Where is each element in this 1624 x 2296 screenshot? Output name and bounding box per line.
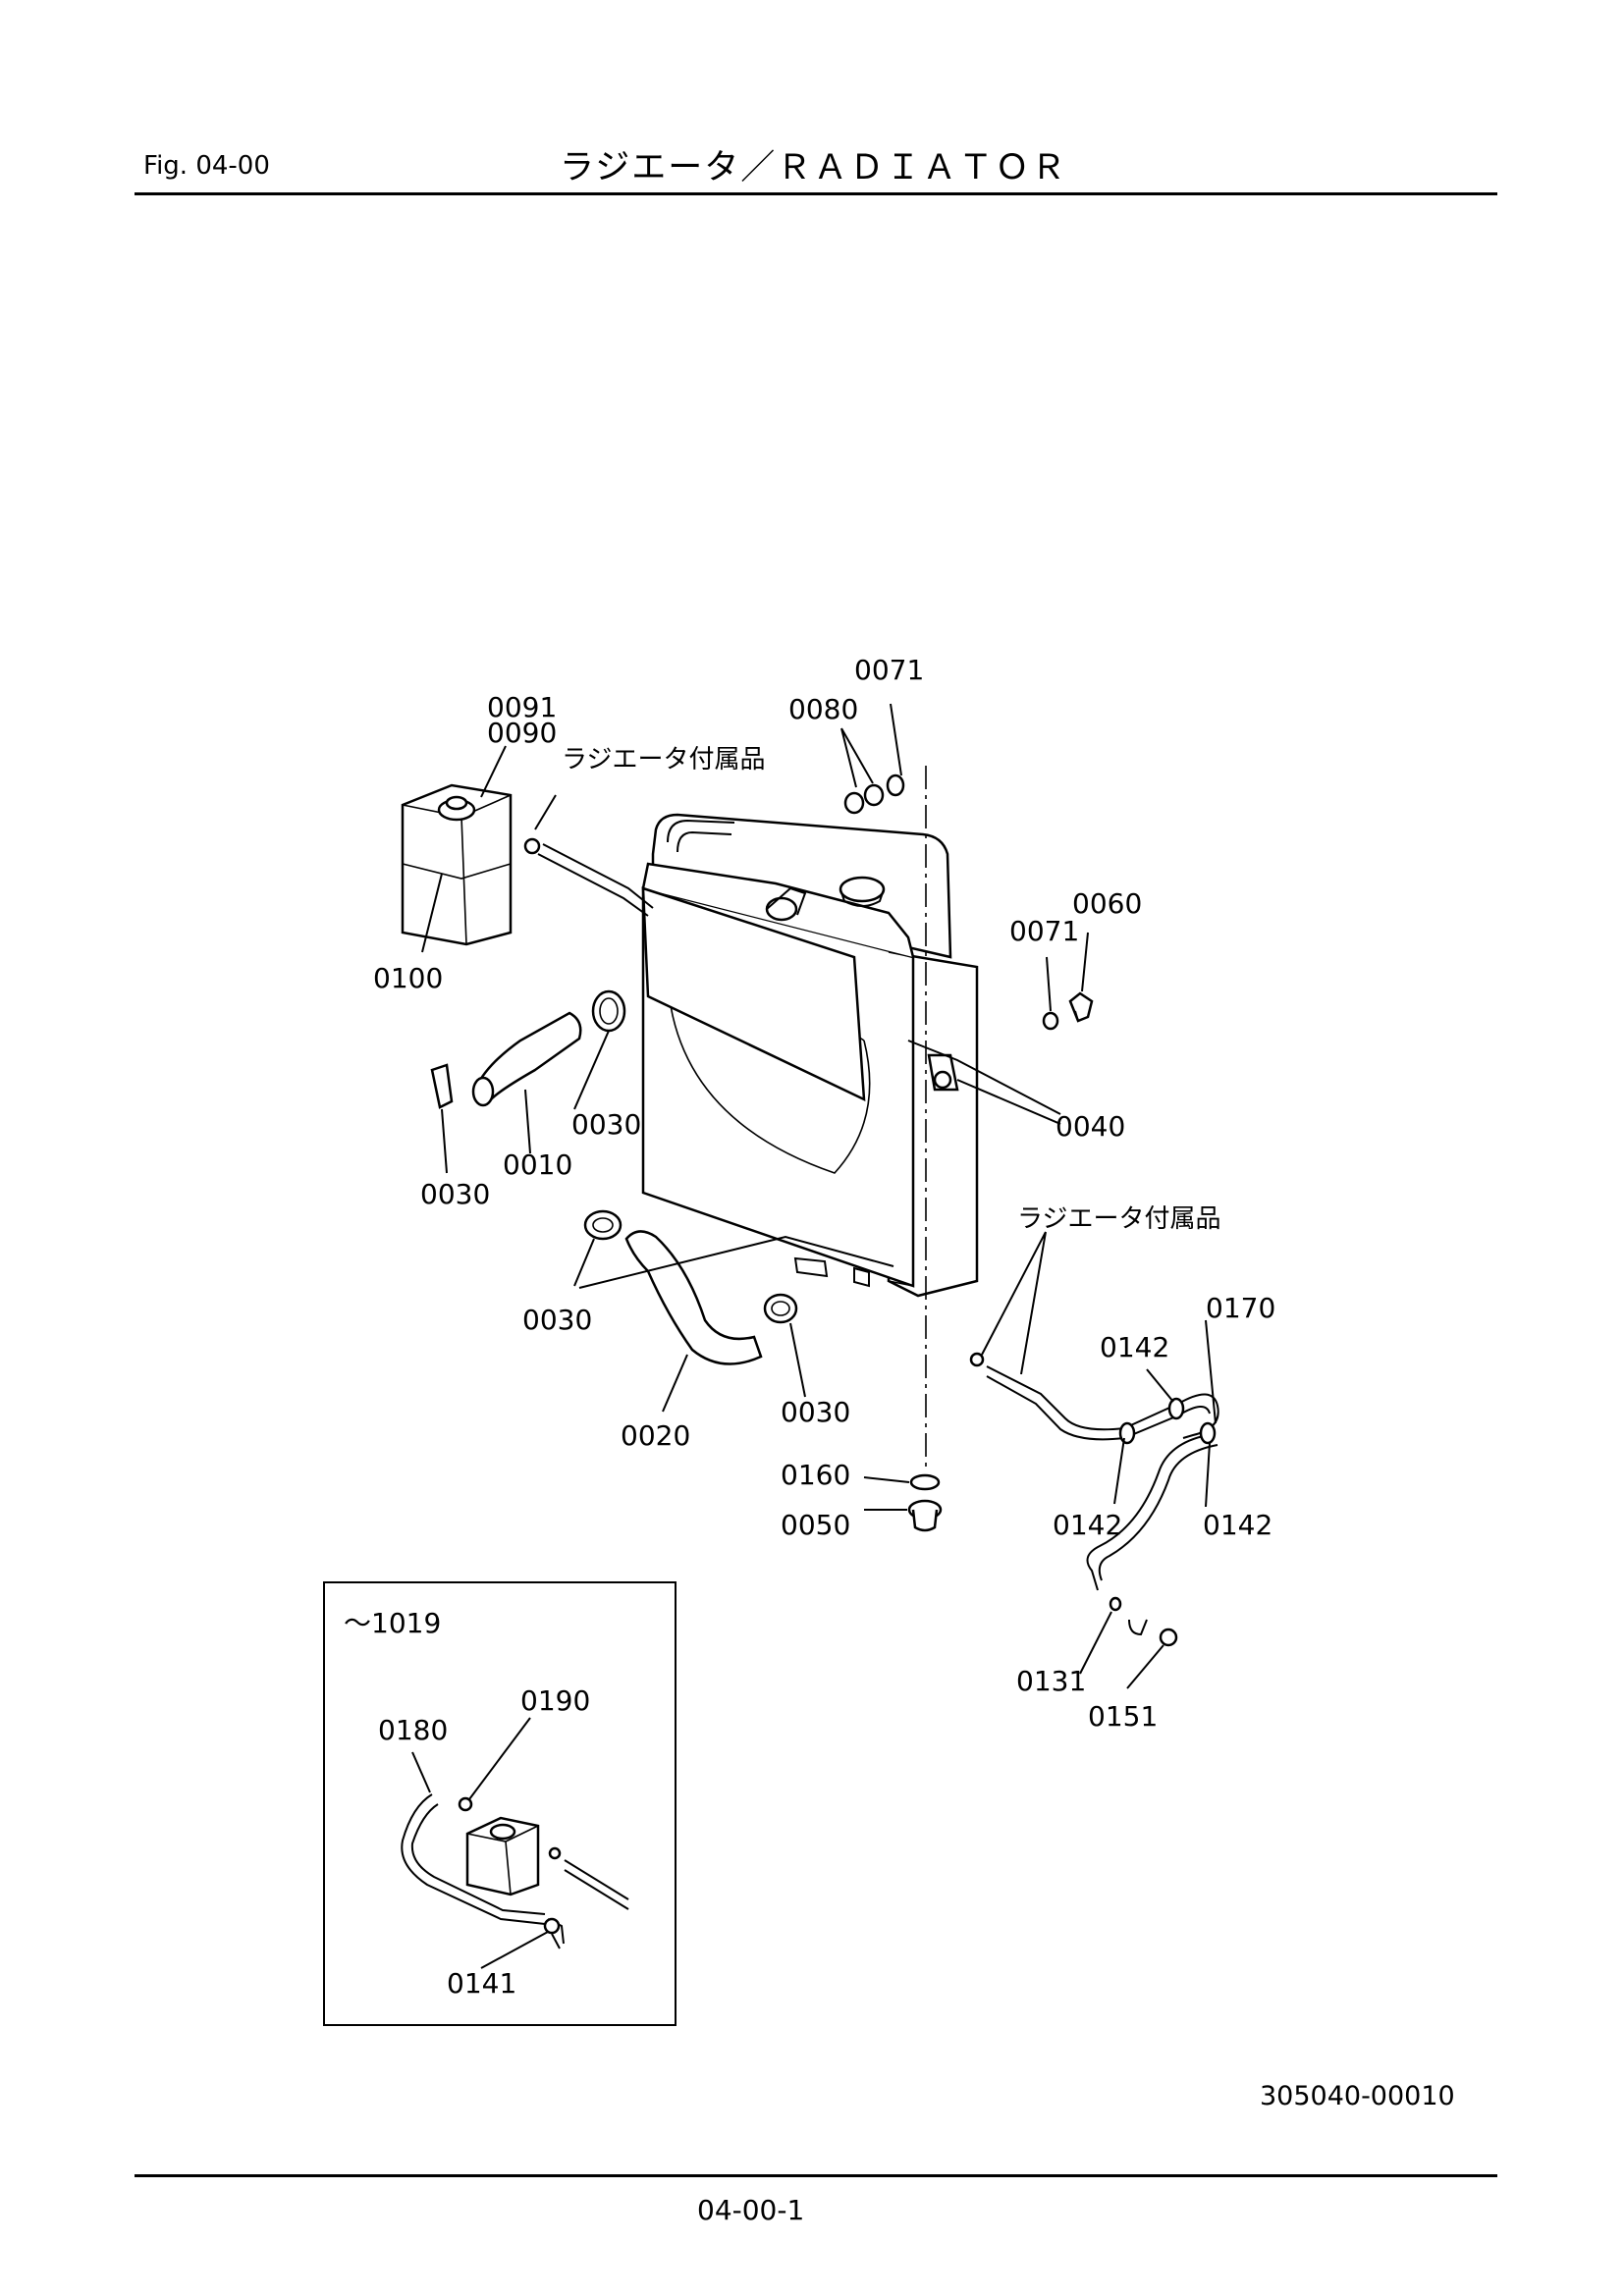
drawing-code: 305040-00010 xyxy=(1260,2081,1455,2111)
callout-0100: 0100 xyxy=(373,962,443,994)
callout-0020: 0020 xyxy=(621,1419,690,1452)
callout-0142-right: 0142 xyxy=(1203,1509,1272,1541)
callout-0142-left: 0142 xyxy=(1053,1509,1122,1541)
inset-box xyxy=(323,1581,677,2026)
figure-number: Fig. 04-00 xyxy=(143,151,270,181)
callout-0180: 0180 xyxy=(378,1714,448,1746)
bolt-washer-set-right xyxy=(1042,991,1094,1031)
callout-0091: 0091 xyxy=(487,691,557,723)
callout-0190: 0190 xyxy=(520,1684,590,1717)
note-radiator-accessory-bottom: ラジエータ付属品 xyxy=(1017,1204,1220,1234)
nut-washer-set-top xyxy=(843,774,905,815)
callout-0090: 0090 xyxy=(487,717,557,749)
callout-0050: 0050 xyxy=(781,1509,850,1541)
inset-serial-range: ～1019 xyxy=(344,1607,441,1639)
note-radiator-accessory-top: ラジエータ付属品 xyxy=(562,745,765,774)
callout-0080: 0080 xyxy=(788,693,858,725)
callout-labels: 0071 0080 0091 0090 ラジエータ付属品 0100 0060 0… xyxy=(344,654,1275,2000)
upper-hose xyxy=(430,989,626,1109)
callout-0030-lower-right: 0030 xyxy=(781,1396,850,1428)
drain-hose xyxy=(969,1352,1219,1647)
callout-0030-upper-left: 0030 xyxy=(420,1178,490,1210)
callout-0131: 0131 xyxy=(1016,1665,1086,1697)
callout-0071-right: 0071 xyxy=(1009,915,1079,947)
footer-rule xyxy=(135,2174,1497,2177)
callout-0030-lower-left: 0030 xyxy=(522,1304,592,1336)
reserve-tank xyxy=(401,783,513,946)
overflow-tube xyxy=(523,837,654,917)
callout-0040: 0040 xyxy=(1056,1110,1125,1143)
header-rule xyxy=(135,192,1497,195)
page-number: 04-00-1 xyxy=(697,2194,805,2226)
callout-0030-upper-right: 0030 xyxy=(571,1108,641,1141)
leader-lines xyxy=(421,703,1217,1689)
radiator-core xyxy=(641,766,979,1472)
page-title: ラジエータ／ＲＡＤＩＡＴＯＲ xyxy=(560,148,1068,187)
callout-0141: 0141 xyxy=(447,1967,516,2000)
callout-0010: 0010 xyxy=(503,1148,572,1181)
callout-0151: 0151 xyxy=(1088,1700,1158,1733)
lower-hose xyxy=(583,1209,798,1365)
callout-0160: 0160 xyxy=(781,1459,850,1491)
callout-0170: 0170 xyxy=(1206,1292,1275,1324)
drain-cock xyxy=(907,1473,943,1532)
callout-0071-top: 0071 xyxy=(854,654,924,686)
callout-0142-top: 0142 xyxy=(1100,1331,1169,1363)
callout-0060: 0060 xyxy=(1072,887,1142,920)
